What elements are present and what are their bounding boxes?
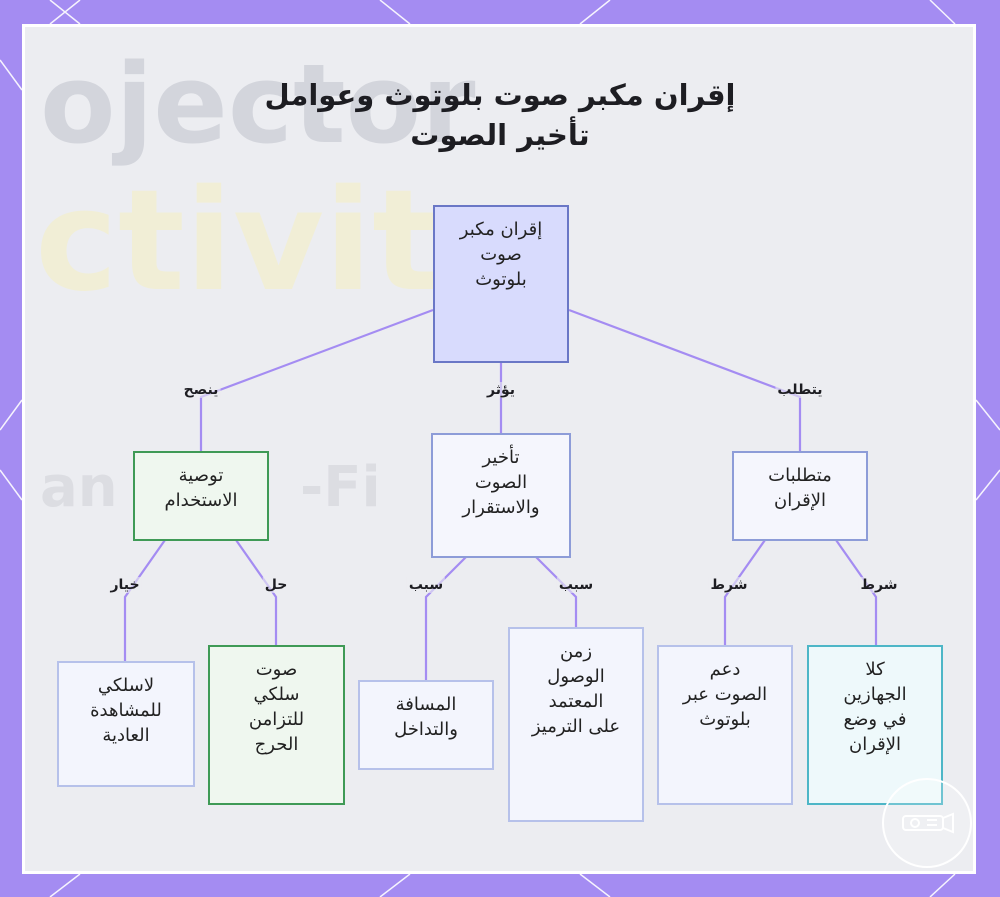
edge-label-cause: سبب [406,577,446,593]
node-requirements: متطلبات الإقران [732,451,868,541]
background-text: -Fi [300,455,381,520]
node-wired: صوت سلكي للتزامن الحرج [208,645,345,805]
edge-cause1 [424,556,467,681]
edge-option [123,539,166,662]
background-text: ojector [40,40,476,168]
title-line-1: إقران مكبر صوت بلوتوث وعوامل [264,78,736,112]
edge-label-condition: شرط [858,577,900,593]
title-line-2: تأخير الصوت [410,118,590,152]
node-recommendation: توصية الاستخدام [133,451,269,541]
node-bt-support: دعم الصوت عبر بلوتوث [657,645,793,805]
background-text: an [40,455,118,520]
edge-label-solution: حل [262,577,290,593]
edge-condition2 [835,539,878,646]
node-latency: تأخير الصوت والاستقرار [431,433,571,558]
projector-icon [882,778,972,868]
edge-label-cause: سبب [556,577,596,593]
edge-cause2 [535,556,578,628]
edge-solution [235,539,278,646]
edge-requires [568,308,802,452]
edge-label-condition: شرط [708,577,750,593]
diagram-title: إقران مكبر صوت بلوتوث وعوامل تأخير الصوت [0,75,1000,155]
node-root: إقران مكبر صوت بلوتوث [433,205,569,363]
edge-label-option: خيار [108,577,142,593]
node-wireless: لاسلكي للمشاهدة العادية [57,661,195,787]
edge-label-affects: يؤثر [485,382,517,398]
node-codec: زمن الوصول المعتمد على الترميز [508,627,644,822]
edge-advises [199,308,434,452]
edge-label-requires: يتطلب [775,382,825,398]
edge-condition1 [723,539,766,646]
edge-label-advises: ينصح [181,382,221,398]
node-distance: المسافة والتداخل [358,680,494,770]
